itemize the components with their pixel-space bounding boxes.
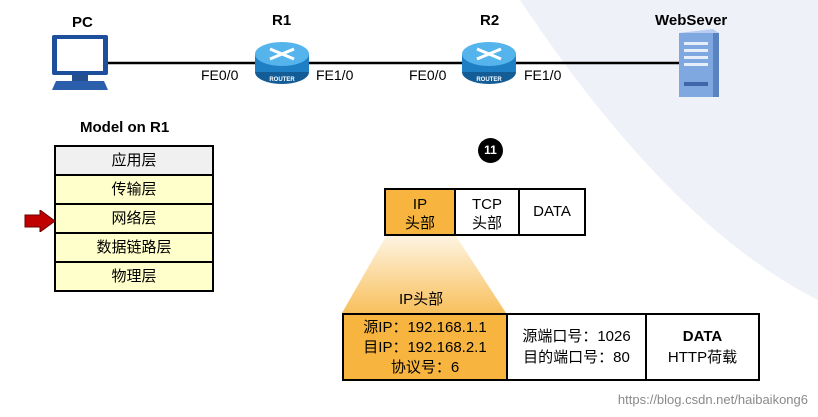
- packet-tcp-sublabel: 头部: [471, 215, 502, 232]
- server-label: WebSever: [655, 12, 728, 29]
- r1-label: R1: [272, 12, 292, 29]
- r2-left-port: FE0/0: [409, 67, 447, 83]
- r2-right-port: FE1/0: [524, 67, 562, 83]
- pc-label: PC: [72, 14, 93, 31]
- ip-detail-title: IP头部: [399, 291, 444, 308]
- data-detail-subtitle: HTTP荷载: [667, 349, 738, 366]
- current-layer-arrow-icon: [24, 210, 56, 232]
- step-number-badge: 11: [478, 138, 503, 163]
- watermark: https://blog.csdn.net/haibaikong6: [617, 392, 808, 407]
- model-title: Model on R1: [80, 119, 170, 136]
- packet-tcp-header: TCP 头部: [454, 188, 520, 236]
- packet-ip-header: IP 头部: [384, 188, 456, 236]
- layer-network: 网络层: [56, 203, 212, 232]
- tcp-header-detail: 源端口号：1026 目的端口号：80: [506, 313, 647, 381]
- data-detail: DATA HTTP荷载: [645, 313, 760, 381]
- osi-layer-stack: 应用层 传输层 网络层 数据链路层 物理层: [54, 145, 214, 292]
- server-icon: [679, 29, 719, 97]
- tcp-source-port-line: 源端口号：1026: [522, 328, 631, 345]
- r1-left-port: FE0/0: [201, 67, 239, 83]
- pc-monitor-icon: [52, 35, 108, 90]
- router-r2-icon: ROUTER: [462, 42, 516, 84]
- packet-data: DATA: [518, 188, 586, 236]
- layer-application: 应用层: [56, 147, 212, 174]
- router-r1-icon: ROUTER: [255, 42, 309, 84]
- ip-destination-line: 目IP：192.168.2.1: [363, 339, 487, 356]
- r1-right-port: FE1/0: [316, 67, 354, 83]
- r1-router-badge: ROUTER: [269, 77, 295, 83]
- tcp-destination-port-line: 目的端口号：80: [523, 349, 630, 366]
- r2-label: R2: [480, 12, 500, 29]
- ip-source-line: 源IP：192.168.1.1: [363, 319, 487, 336]
- packet-ip-sublabel: 头部: [404, 215, 435, 232]
- r2-router-badge: ROUTER: [476, 77, 502, 83]
- packet-tcp-label: TCP: [472, 196, 502, 213]
- packet-ip-label: IP: [412, 196, 428, 213]
- ip-header-detail: 源IP：192.168.1.1 目IP：192.168.2.1 协议号：6: [342, 313, 508, 381]
- ip-protocol-line: 协议号：6: [390, 359, 460, 376]
- layer-datalink: 数据链路层: [56, 232, 212, 261]
- layer-physical: 物理层: [56, 261, 212, 290]
- data-detail-title: DATA: [682, 328, 723, 345]
- layer-transport: 传输层: [56, 174, 212, 203]
